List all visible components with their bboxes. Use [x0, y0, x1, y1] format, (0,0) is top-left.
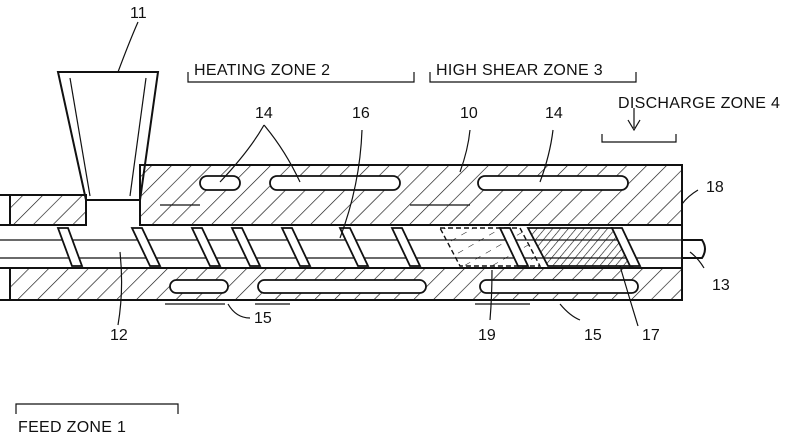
heating-channels-lower: [165, 279, 639, 305]
feed-zone-label: FEED ZONE 1: [18, 419, 126, 436]
ref-17: 17: [642, 327, 660, 344]
screw-flights: [56, 227, 422, 267]
ref-14-right: 14: [545, 105, 563, 122]
ref-19: 19: [478, 327, 496, 344]
ref-16: 16: [352, 105, 370, 122]
leader-lines: [117, 21, 705, 327]
zone-brackets: [15, 72, 677, 414]
discharge-section: [526, 227, 642, 267]
ref-15-right: 15: [584, 327, 602, 344]
heating-channels-upper: [160, 175, 629, 206]
ref-10: 10: [460, 105, 478, 122]
high-shear-section: [438, 227, 542, 267]
discharge-zone-label: DISCHARGE ZONE 4: [618, 95, 780, 112]
ref-15-left: 15: [254, 310, 272, 327]
ref-13: 13: [712, 277, 730, 294]
ref-14-left: 14: [255, 105, 273, 122]
ref-12: 12: [110, 327, 128, 344]
heating-zone-label: HEATING ZONE 2: [194, 62, 330, 79]
high-shear-zone-label: HIGH SHEAR ZONE 3: [436, 62, 603, 79]
ref-18: 18: [706, 179, 724, 196]
ref-11: 11: [130, 5, 147, 22]
barrel-upper-wall: [0, 164, 683, 226]
